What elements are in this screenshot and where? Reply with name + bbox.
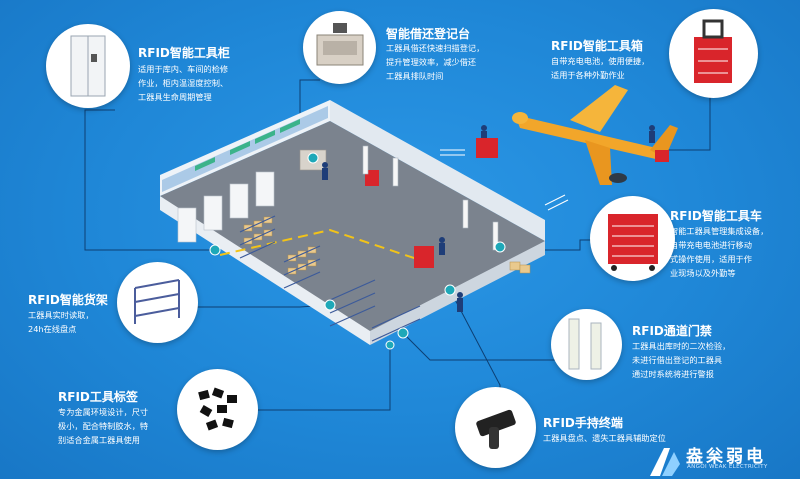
connector-gate — [404, 334, 575, 361]
desk-title: 智能借还登记台 — [386, 27, 471, 41]
brand-name: 盎枀弱电 — [686, 447, 766, 467]
brand-logo: 盎枀弱电 ANGOI WEAK ELECTRICITY — [646, 440, 800, 479]
shelf-title: RFID智能货架 — [28, 293, 108, 307]
toolbox-title: RFID智能工具箱 — [551, 39, 643, 53]
cabinet-circle — [46, 24, 130, 108]
shelf-circle — [117, 262, 198, 343]
desk-circle — [303, 11, 376, 84]
toolbox-desc: 自带充电电池，使用便捷，适用于各种外勤作业 — [551, 56, 650, 80]
tool-cabinet-icon — [70, 35, 106, 97]
handheld-circle — [455, 387, 536, 468]
cart-circle — [590, 196, 675, 281]
handheld-title: RFID手持终端 — [543, 416, 623, 430]
handheld-terminal-icon — [476, 409, 516, 449]
airplane — [512, 85, 678, 185]
connector-toolbox — [660, 90, 711, 151]
storage-shelf-icon — [134, 279, 180, 324]
connector-cabinet — [84, 109, 215, 251]
cart-title: RFID智能工具车 — [670, 209, 762, 223]
wall-right — [330, 100, 545, 241]
gate-circle — [551, 309, 622, 380]
tool-case-icon — [694, 19, 732, 83]
rfid-tag-icon — [198, 387, 237, 431]
cabinet-title: RFID智能工具柜 — [138, 46, 230, 60]
shelf-desc: 工器具实时读取，24h在线盘点 — [28, 310, 94, 334]
toolbox-circle — [669, 9, 758, 98]
desk-desc: 工器具借还快速扫描登记，提升管理效率，减少借还工器具排队时间 — [386, 43, 485, 81]
tool-cart-icon — [608, 214, 658, 271]
tag-title: RFID工具标签 — [58, 390, 138, 404]
registration-desk-icon — [316, 23, 364, 66]
shelves — [239, 215, 531, 342]
access-gate-icon — [568, 318, 602, 370]
gate-title: RFID通道门禁 — [632, 324, 712, 338]
cart-desc: 智能工器具管理集成设备，自带充电电池进行移动式操作使用，适用于作业现场以及外勤等 — [670, 226, 769, 278]
tag-desc: 专为金属环境设计，尺寸极小，配合特制胶水，特别适合金属工器具使用 — [58, 407, 149, 445]
handheld-desc: 工器具盘点、遗失工器具辅助定位 — [543, 433, 666, 443]
floor-cart — [414, 246, 434, 268]
brand-subtitle: ANGOI WEAK ELECTRICITY — [687, 464, 768, 470]
gate-desc: 工器具出库时的二次检验，未进行借出登记的工器具通过时系统将进行警报 — [632, 341, 731, 379]
cabinet-desc: 适用于库内、车间的检修作业，柜内温湿度控制、工器具生命周期管理 — [138, 64, 229, 102]
brand-mark-icon — [650, 448, 680, 476]
tag-circle — [177, 369, 258, 450]
